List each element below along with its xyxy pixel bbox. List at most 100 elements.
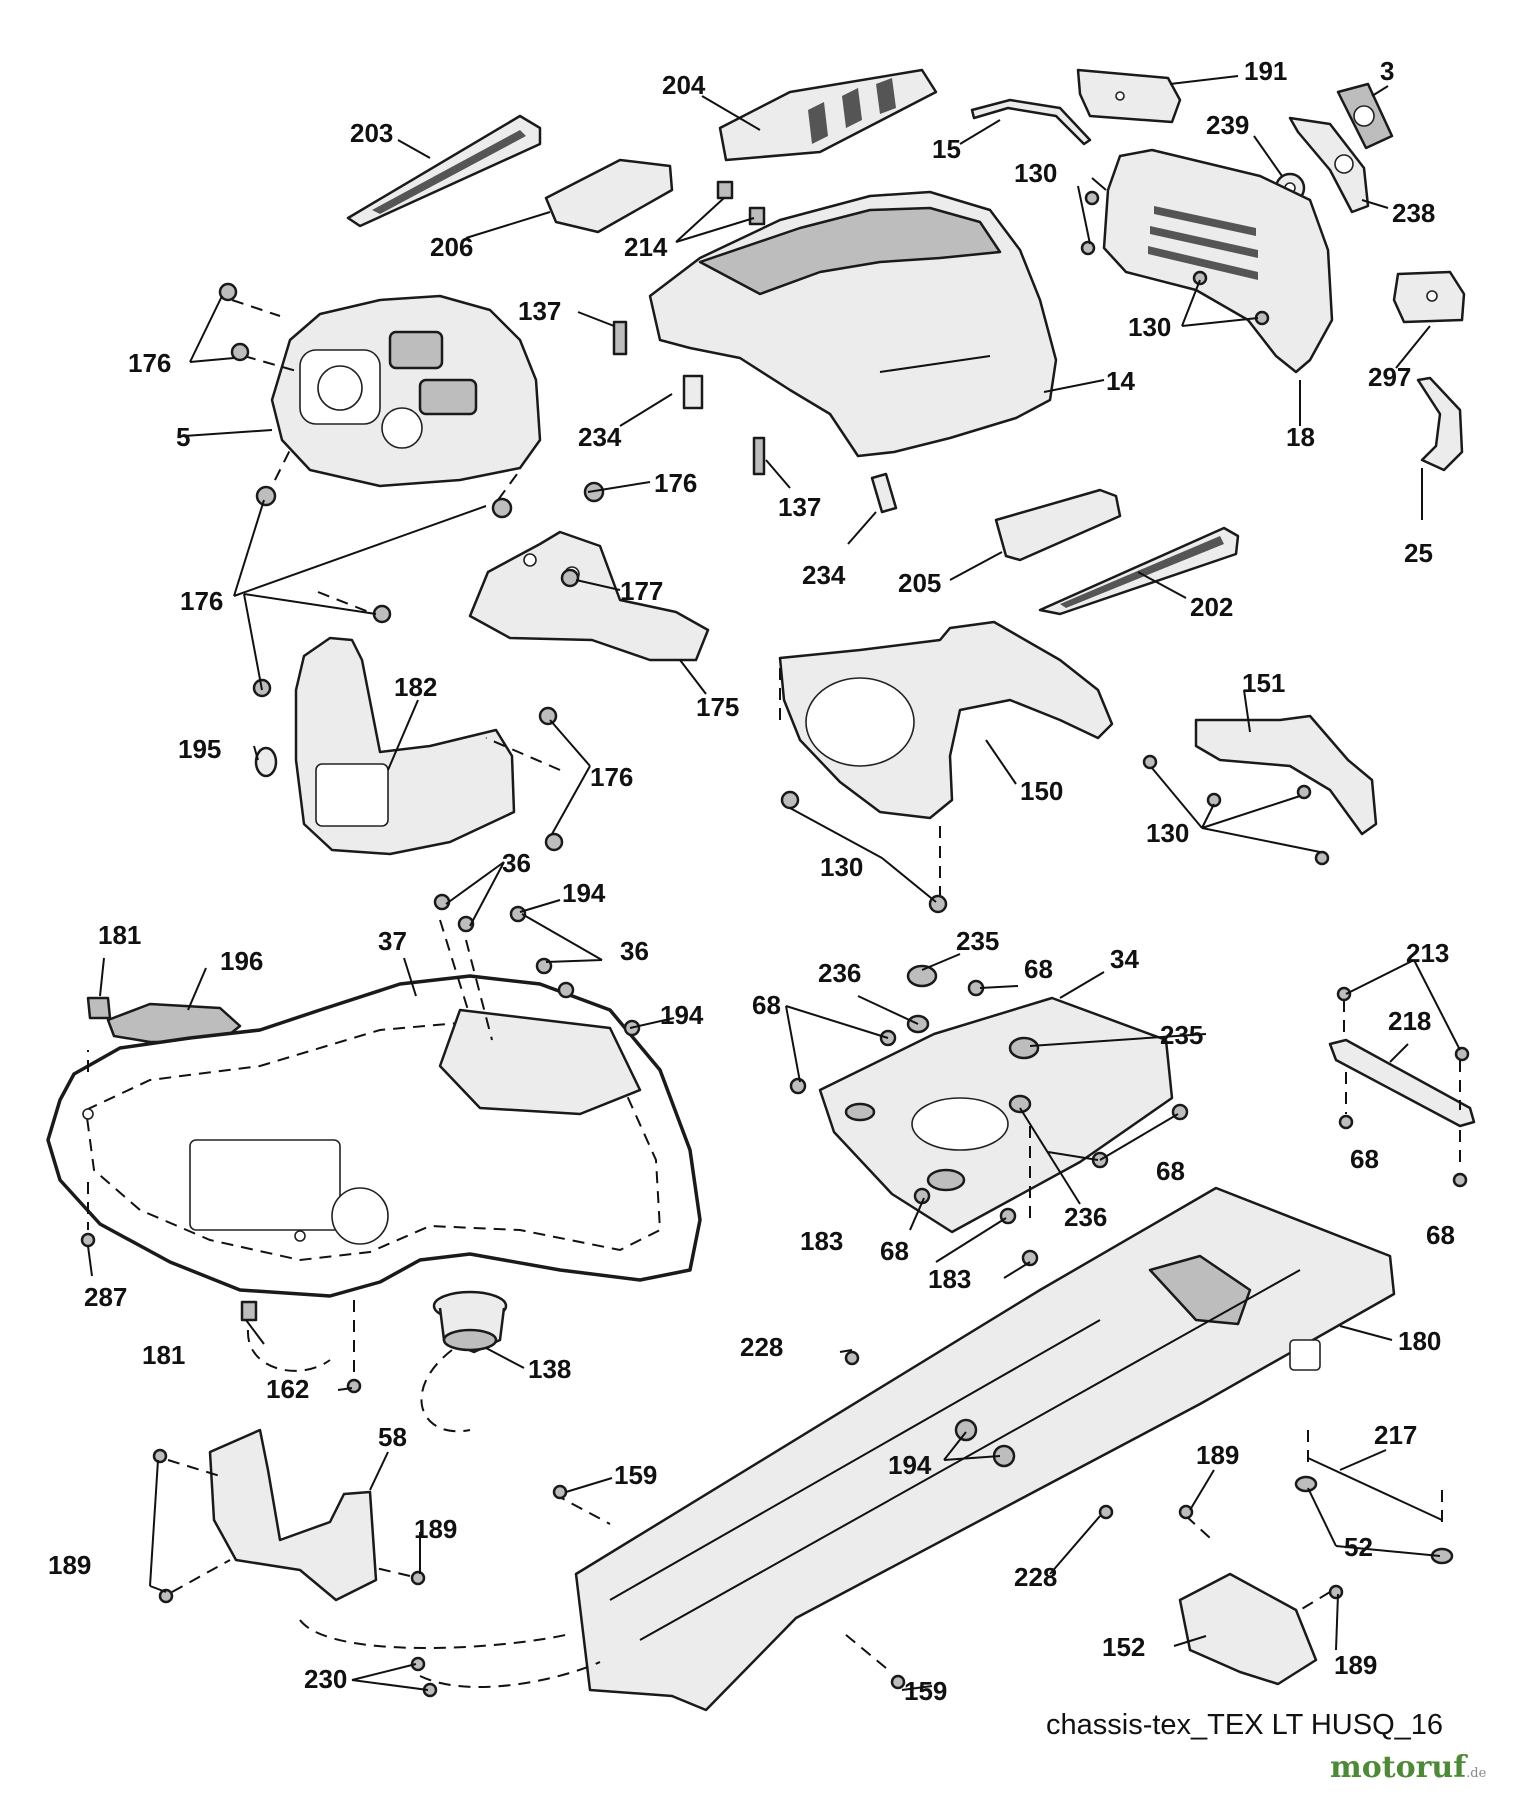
callout-205: 205 bbox=[898, 568, 941, 598]
callout-196: 196 bbox=[220, 946, 263, 976]
callout-176-a: 176 bbox=[128, 348, 171, 378]
callout-176-c: 176 bbox=[180, 586, 223, 616]
part-5-dash-console bbox=[270, 294, 542, 488]
diagram-caption: chassis-tex_TEX LT HUSQ_16 bbox=[1046, 1709, 1444, 1741]
callout-234-b: 234 bbox=[802, 560, 846, 590]
callout-159-a: 159 bbox=[614, 1460, 657, 1490]
callout-191: 191 bbox=[1244, 56, 1287, 86]
part-25-lens bbox=[1416, 376, 1464, 472]
part-214-clips bbox=[716, 180, 766, 226]
callout-175: 175 bbox=[696, 692, 739, 722]
callout-151: 151 bbox=[1242, 668, 1285, 698]
callout-36-a: 36 bbox=[502, 848, 531, 878]
part-3-emblem bbox=[1336, 82, 1394, 150]
part-152-shield bbox=[1178, 1572, 1318, 1686]
part-175-bracket bbox=[468, 530, 710, 662]
callout-176-b: 176 bbox=[654, 468, 697, 498]
part-177-grommet bbox=[560, 568, 580, 588]
callout-25: 25 bbox=[1404, 538, 1433, 568]
callout-52: 52 bbox=[1344, 1532, 1373, 1562]
callout-189-c: 189 bbox=[48, 1550, 91, 1580]
callout-182: 182 bbox=[394, 672, 437, 702]
part-18-front-grille bbox=[1102, 148, 1334, 374]
callout-5: 5 bbox=[176, 422, 190, 452]
callout-235-a: 235 bbox=[956, 926, 999, 956]
part-150-fender bbox=[778, 620, 1114, 820]
assembly-lines bbox=[87, 299, 1461, 1688]
callout-numbers: 191 3 204 203 15 239 130 238 206 214 137… bbox=[48, 56, 1455, 1706]
part-151-bracket bbox=[1194, 714, 1378, 836]
part-205-duct bbox=[994, 488, 1122, 562]
callout-130-b: 130 bbox=[1128, 312, 1171, 342]
callout-68-d: 68 bbox=[1156, 1156, 1185, 1186]
callout-238: 238 bbox=[1392, 198, 1435, 228]
part-37-footrest bbox=[46, 974, 702, 1298]
callout-287: 287 bbox=[84, 1282, 127, 1312]
callout-3: 3 bbox=[1380, 56, 1394, 86]
callout-37: 37 bbox=[378, 926, 407, 956]
callout-297: 297 bbox=[1368, 362, 1411, 392]
watermark-text: motoruf bbox=[1330, 1750, 1467, 1785]
callout-203: 203 bbox=[350, 118, 393, 148]
part-203-grille bbox=[346, 114, 542, 228]
callout-181-b: 181 bbox=[142, 1340, 185, 1370]
callout-206: 206 bbox=[430, 232, 473, 262]
callout-180: 180 bbox=[1398, 1326, 1441, 1356]
callout-189-d: 189 bbox=[1334, 1650, 1377, 1680]
callout-68-e: 68 bbox=[880, 1236, 909, 1266]
part-238-bezel bbox=[1288, 116, 1370, 214]
part-297-plug bbox=[1392, 270, 1466, 324]
callout-228-b: 228 bbox=[1014, 1562, 1057, 1592]
callout-230: 230 bbox=[304, 1664, 347, 1694]
callout-137-b: 137 bbox=[778, 492, 821, 522]
part-218-bar bbox=[1328, 1038, 1476, 1128]
part-202-grille bbox=[1038, 526, 1240, 616]
watermark-tld: .de bbox=[1466, 1766, 1487, 1781]
part-34-plate bbox=[818, 996, 1174, 1234]
callout-214: 214 bbox=[624, 232, 668, 262]
callout-228-a: 228 bbox=[740, 1332, 783, 1362]
part-58-bracket bbox=[208, 1428, 378, 1602]
callout-183-a: 183 bbox=[800, 1226, 843, 1256]
part-204-air-duct bbox=[718, 68, 938, 162]
callout-68-c: 68 bbox=[1350, 1144, 1379, 1174]
callout-177: 177 bbox=[620, 576, 663, 606]
callout-15: 15 bbox=[932, 134, 961, 164]
callout-194-a: 194 bbox=[562, 878, 606, 908]
part-234-block bbox=[682, 374, 898, 514]
callout-162: 162 bbox=[266, 1374, 309, 1404]
callout-58: 58 bbox=[378, 1422, 407, 1452]
callout-130-d: 130 bbox=[820, 852, 863, 882]
callout-236-b: 236 bbox=[1064, 1202, 1107, 1232]
part-191-plug bbox=[1076, 68, 1182, 124]
callout-202: 202 bbox=[1190, 592, 1233, 622]
callout-150: 150 bbox=[1020, 776, 1063, 806]
callout-218: 218 bbox=[1388, 1006, 1431, 1036]
callout-194-c: 194 bbox=[888, 1450, 932, 1480]
callout-138: 138 bbox=[528, 1354, 571, 1384]
callout-189-b: 189 bbox=[414, 1514, 457, 1544]
part-217-rod bbox=[1307, 1457, 1443, 1521]
part-206-duct bbox=[544, 158, 674, 234]
part-195-plug bbox=[254, 746, 278, 778]
callout-239: 239 bbox=[1206, 110, 1249, 140]
part-180-frame bbox=[574, 1186, 1396, 1712]
part-137-strip bbox=[612, 320, 766, 476]
callout-213: 213 bbox=[1406, 938, 1449, 968]
callout-181-a: 181 bbox=[98, 920, 141, 950]
callout-130-a: 130 bbox=[1014, 158, 1057, 188]
watermark-logo: motoruf.de bbox=[1330, 1750, 1486, 1785]
callout-14: 14 bbox=[1106, 366, 1135, 396]
callout-159-b: 159 bbox=[904, 1676, 947, 1706]
callout-176-d: 176 bbox=[590, 762, 633, 792]
callout-36-b: 36 bbox=[620, 936, 649, 966]
leader-lines bbox=[87, 75, 1461, 1691]
callout-234-a: 234 bbox=[578, 422, 622, 452]
callout-152: 152 bbox=[1102, 1632, 1145, 1662]
part-235-spacer bbox=[906, 964, 1040, 1114]
callout-68-a: 68 bbox=[1024, 954, 1053, 984]
callout-204: 204 bbox=[662, 70, 706, 100]
callout-183-b: 183 bbox=[928, 1264, 971, 1294]
callout-236-a: 236 bbox=[818, 958, 861, 988]
